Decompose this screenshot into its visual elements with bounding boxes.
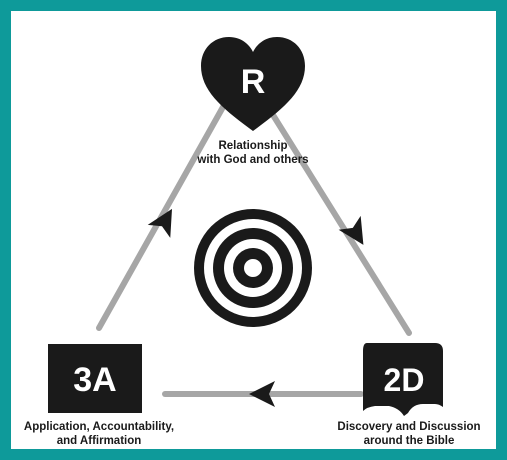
relationship-caption-line1: Relationship: [218, 140, 288, 152]
open-book-icon: [363, 343, 443, 416]
diagram-frame: R 3A 2D Relationship with God and others…: [11, 11, 496, 449]
relationship-caption: Relationship with God and others: [188, 139, 318, 167]
heart-letter: R: [241, 63, 266, 101]
heart-icon: [201, 37, 305, 131]
discovery-caption-line2: around the Bible: [363, 435, 455, 447]
discovery-caption-line1: Discovery and Discussion: [337, 421, 481, 433]
relationship-caption-line2: with God and others: [197, 154, 309, 166]
application-caption-line1: Application, Accountability,: [23, 421, 175, 433]
application-caption-line2: and Affirmation: [56, 435, 142, 447]
connector-r-to-2d: [270, 112, 412, 336]
book-letter: 2D: [384, 362, 425, 398]
arrow-right-side: [338, 215, 364, 245]
square-icon: [48, 344, 142, 413]
arrow-left-side: [147, 208, 172, 238]
arrow-bottom-side: [249, 381, 275, 407]
cycle-diagram: R 3A 2D: [48, 37, 443, 416]
application-caption: Application, Accountability, and Affirma…: [11, 420, 189, 448]
discovery-caption: Discovery and Discussion around the Bibl…: [329, 420, 489, 448]
target-icon: [194, 209, 312, 327]
square-letter: 3A: [73, 361, 116, 399]
